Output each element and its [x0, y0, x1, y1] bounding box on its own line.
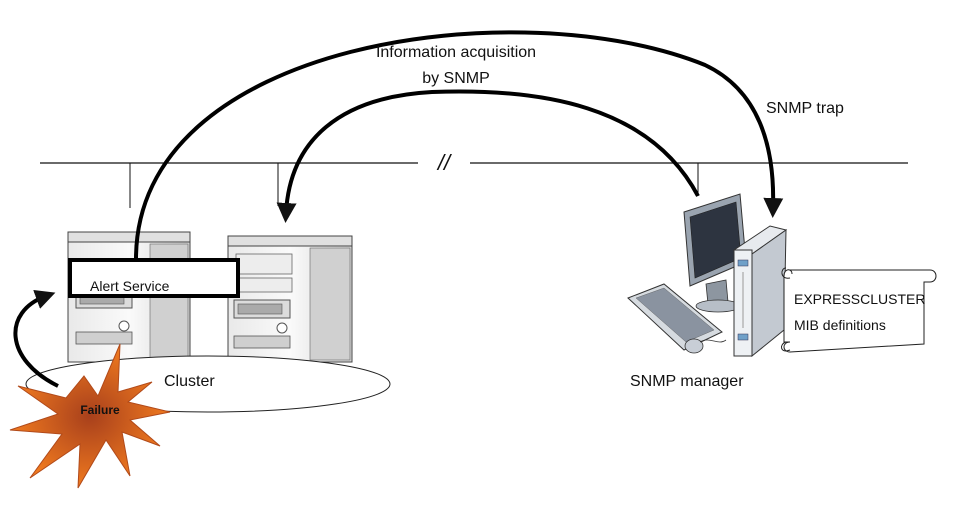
network-break-mark: //	[436, 150, 452, 175]
scroll-document-icon	[781, 267, 937, 353]
alert-service-label: Alert Service	[90, 278, 170, 294]
alert-service-box	[68, 258, 240, 298]
network-line	[40, 162, 908, 208]
explosion-icon	[9, 343, 171, 489]
server-icon	[227, 235, 353, 363]
info-acquisition-label-line1: Information acquisition	[375, 44, 537, 61]
info-acquisition-label-line2: by SNMP	[422, 70, 490, 87]
snmp-trap-arrow	[133, 30, 784, 261]
snmp-trap-label: SNMP trap	[766, 100, 844, 117]
failure-label: Failure	[80, 403, 120, 417]
desktop-computer-icon	[627, 193, 788, 358]
info-acquisition-arrow	[276, 89, 700, 223]
mib-label-line2: MIB definitions	[794, 317, 886, 333]
cluster-label: Cluster	[164, 373, 215, 390]
mib-label-line1: EXPRESSCLUSTER	[794, 291, 926, 307]
failover-arrow	[13, 290, 59, 388]
snmp-manager-label: SNMP manager	[630, 373, 744, 390]
